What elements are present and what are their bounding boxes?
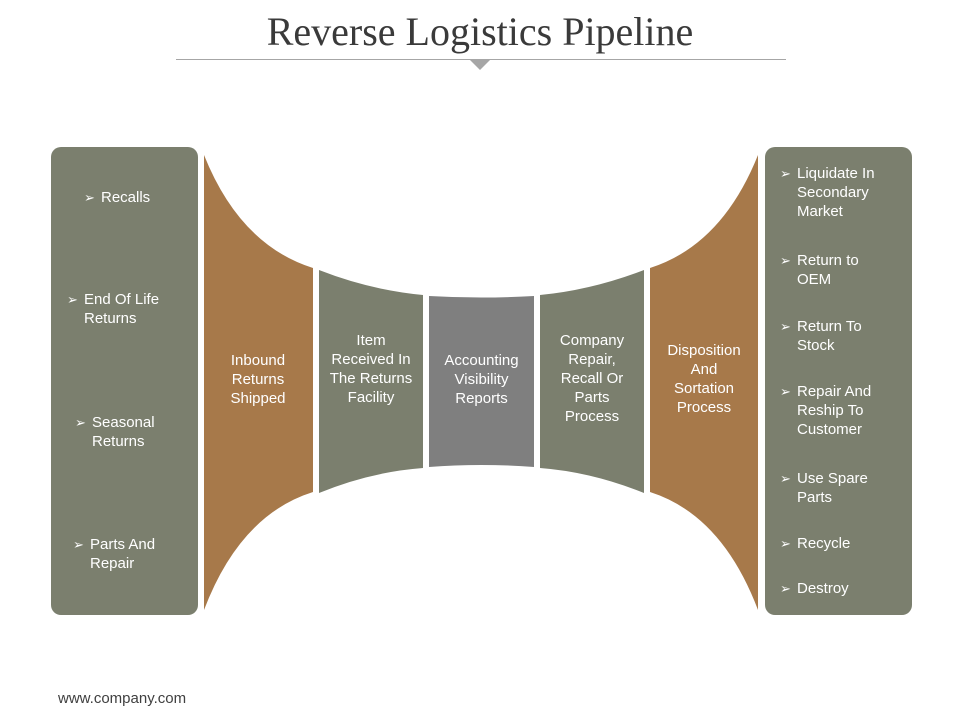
arrow-bullet-icon: ➢ [780, 319, 791, 334]
list-item-label: Liquidate In Secondary Market [797, 165, 875, 220]
list-item-label: Recalls [101, 189, 151, 206]
footer-url[interactable]: www.company.com [58, 690, 187, 707]
stage-segment-received [319, 270, 423, 493]
stage-segment-accounting [429, 296, 534, 467]
list-item-label: Destroy [797, 580, 849, 597]
arrow-bullet-icon: ➢ [84, 190, 95, 205]
list-item: ➢ Liquidate In Secondary Market [780, 164, 875, 221]
list-item: ➢ Return To Stock [780, 317, 862, 355]
page-title: Reverse Logistics Pipeline [266, 9, 694, 54]
stage-label: Item Received In The Returns Facility [329, 332, 413, 406]
stage-segment-repair [540, 270, 644, 493]
list-item-label: Parts And Repair [90, 536, 156, 572]
list-item-label: Recycle [797, 535, 851, 552]
arrow-bullet-icon: ➢ [780, 384, 791, 399]
left-panel: ➢ Recalls ➢ End Of Life Returns ➢ Season… [51, 147, 198, 615]
arrow-bullet-icon: ➢ [780, 536, 791, 551]
arrow-bullet-icon: ➢ [75, 415, 86, 430]
arrow-bullet-icon: ➢ [73, 537, 84, 552]
list-item: ➢ Destroy [780, 579, 849, 598]
right-panel: ➢ Liquidate In Secondary Market ➢ Return… [765, 147, 912, 615]
list-item: ➢ Seasonal Returns [75, 413, 155, 451]
list-item-label: Return to OEM [797, 252, 859, 288]
stage-label: Inbound Returns Shipped [230, 352, 286, 407]
arrow-bullet-icon: ➢ [780, 166, 791, 181]
arrow-bullet-icon: ➢ [780, 253, 791, 268]
stage-label: Accounting Visibility Reports [444, 352, 519, 407]
stage-label: Company Repair, Recall Or Parts Process [559, 332, 625, 425]
stage-label: Disposition And Sortation Process [667, 342, 741, 416]
list-item-label: End Of Life Returns [84, 291, 160, 327]
list-item: ➢ Return to OEM [780, 251, 859, 289]
list-item: ➢ Repair And Reship To Customer [780, 382, 871, 439]
list-item: ➢ End Of Life Returns [67, 290, 159, 328]
list-item: ➢ Parts And Repair [73, 535, 155, 573]
arrow-bullet-icon: ➢ [67, 292, 78, 307]
title-divider-notch [470, 60, 490, 70]
list-item: ➢ Recalls [84, 188, 150, 207]
list-item: ➢ Use Spare Parts [780, 469, 868, 507]
arrow-bullet-icon: ➢ [780, 471, 791, 486]
list-item-label: Seasonal Returns [92, 414, 155, 450]
stage-segment-disposition [650, 155, 758, 610]
arrow-bullet-icon: ➢ [780, 581, 791, 596]
list-item-label: Repair And Reship To Customer [797, 383, 872, 438]
list-item-label: Use Spare Parts [797, 470, 868, 506]
list-item-label: Return To Stock [797, 318, 862, 354]
title-divider [176, 59, 786, 60]
stage-segment-inbound [204, 155, 313, 610]
list-item: ➢ Recycle [780, 534, 850, 553]
